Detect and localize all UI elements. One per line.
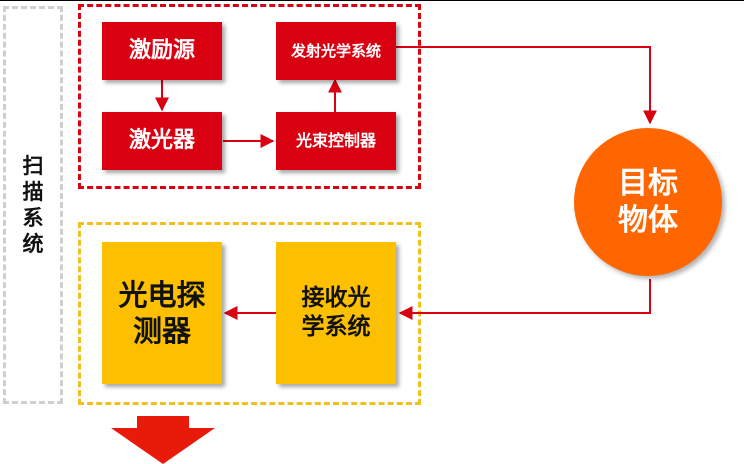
receive-optics-label-line2: 学系统: [301, 314, 371, 340]
arrow-emit-optics-to-target: [396, 46, 657, 125]
beam-controller-label: 光束控制器: [295, 131, 376, 150]
receive-optics-label-line1: 接收光: [301, 285, 371, 312]
target-label-line2: 物体: [618, 203, 678, 238]
beam-controller-box: 光束控制器: [276, 112, 396, 170]
top-border-line: [0, 0, 744, 1]
scan-system-label: 扫描系统: [18, 150, 48, 260]
receive-optics-box: 接收光 学系统: [276, 242, 396, 384]
excitation-source-box: 激励源: [102, 22, 222, 80]
photodetector-label-line1: 光电探: [118, 277, 206, 312]
excitation-source-label: 激励源: [128, 38, 195, 64]
laser-box: 激光器: [102, 112, 222, 170]
scan-system-frame: [3, 6, 63, 404]
target-object-circle: 目标 物体: [574, 128, 722, 276]
transmitter-frame: [78, 4, 421, 189]
laser-label: 激光器: [128, 128, 195, 154]
arrow-target-to-receive-optics: [398, 279, 651, 320]
output-down-arrow-icon: [111, 416, 215, 464]
emit-optics-box: 发射光学系统: [276, 22, 396, 80]
target-label-line1: 目标: [618, 165, 678, 201]
photodetector-box: 光电探 测器: [102, 242, 222, 384]
photodetector-label-line2: 测器: [132, 314, 191, 348]
emit-optics-label: 发射光学系统: [290, 41, 381, 60]
scan-system-text: 扫描系统: [22, 153, 44, 257]
